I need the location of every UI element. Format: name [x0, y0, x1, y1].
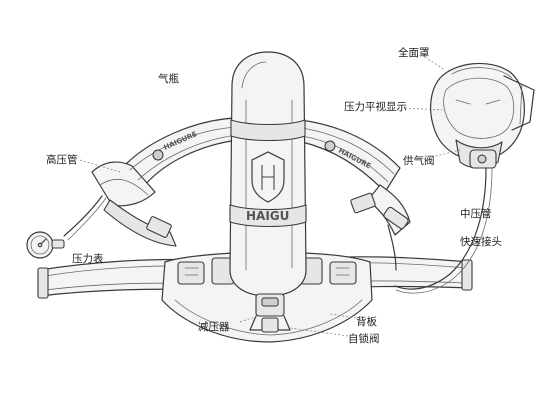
- medium-pressure-hose: [394, 167, 493, 294]
- label-pressure-reducer: 减压器: [198, 321, 230, 333]
- pressure-reducer-unit: [249, 293, 291, 333]
- full-face-mask: [430, 62, 535, 169]
- left-shoulder-strap: HAIGURE: [91, 117, 239, 247]
- label-pressure-gauge: 压力表: [72, 252, 104, 265]
- label-quick-connector: 快速接头: [460, 235, 502, 248]
- label-cylinder: 气瓶: [158, 72, 179, 85]
- cylinder-brand: HAIGU: [246, 209, 289, 223]
- quick-connector: [383, 206, 409, 271]
- high-pressure-hose: [63, 195, 107, 241]
- label-medium-pressure-hose: 中压管: [460, 207, 492, 220]
- label-full-face-mask: 全面罩: [398, 46, 430, 59]
- label-back-plate: 背板: [356, 315, 377, 328]
- label-self-locking-valve: 自锁阀: [348, 332, 380, 345]
- label-pressure-hud: 压力平视显示: [344, 100, 407, 113]
- pressure-gauge: [26, 231, 65, 259]
- air-cylinder: HAIGU: [229, 51, 307, 297]
- label-high-pressure-hose: 高压管: [46, 153, 78, 166]
- label-supply-valve: 供气阀: [403, 154, 435, 167]
